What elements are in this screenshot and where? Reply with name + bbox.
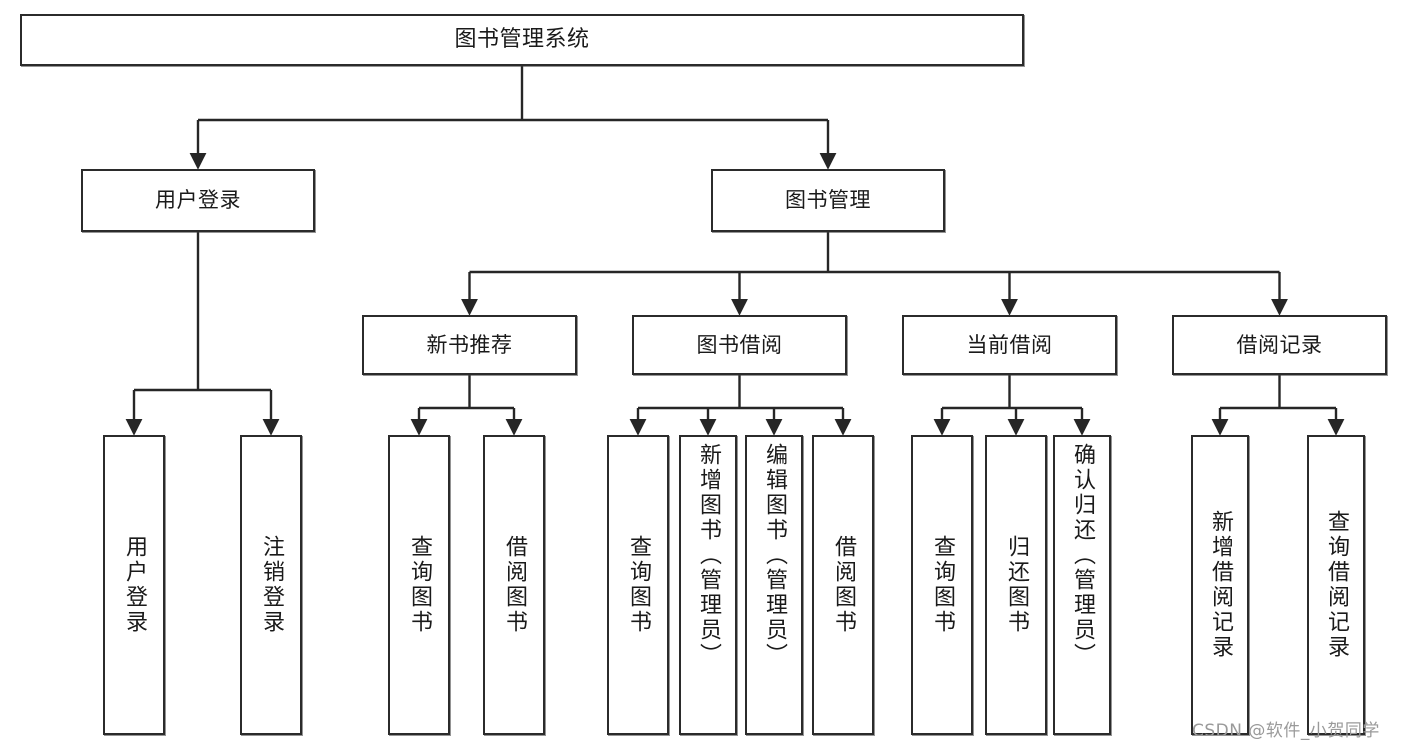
node-current-borrow[interactable]: 当前借阅: [902, 315, 1117, 375]
node-borrow-record-label: 借阅记录: [1236, 332, 1323, 357]
node-leaf-return-book-label: 归还图书: [1004, 535, 1029, 635]
node-leaf-confirm-return-admin-label: 确认归还（管理员）: [1070, 443, 1095, 668]
node-leaf-confirm-return-admin[interactable]: 确认归还（管理员）: [1053, 435, 1111, 735]
node-new-book-recommend-label: 新书推荐: [426, 332, 513, 357]
node-new-book-recommend[interactable]: 新书推荐: [362, 315, 577, 375]
node-book-manage-label: 图书管理: [785, 188, 871, 213]
node-leaf-add-borrow-record[interactable]: 新增借阅记录: [1191, 435, 1249, 735]
node-leaf-query-book-1-label: 查询图书: [407, 535, 432, 635]
node-leaf-return-book[interactable]: 归还图书: [985, 435, 1047, 735]
node-leaf-query-book-3-label: 查询图书: [930, 535, 955, 635]
csdn-watermark: CSDN @软件_小贺同学: [1192, 721, 1380, 741]
node-leaf-add-book-admin[interactable]: 新增图书（管理员）: [679, 435, 737, 735]
node-root-label: 图书管理系统: [454, 27, 590, 53]
node-book-borrow-label: 图书借阅: [696, 332, 783, 357]
node-leaf-query-book-2[interactable]: 查询图书: [607, 435, 669, 735]
node-leaf-borrow-book-1-label: 借阅图书: [502, 535, 527, 635]
node-user-login-label: 用户登录: [155, 188, 241, 213]
node-leaf-add-borrow-record-label: 新增借阅记录: [1208, 510, 1233, 660]
node-leaf-query-book-2-label: 查询图书: [626, 535, 651, 635]
node-leaf-borrow-book-2[interactable]: 借阅图书: [812, 435, 874, 735]
node-leaf-query-book-3[interactable]: 查询图书: [911, 435, 973, 735]
node-leaf-query-borrow-record-label: 查询借阅记录: [1324, 510, 1349, 660]
node-leaf-borrow-book-1[interactable]: 借阅图书: [483, 435, 545, 735]
node-user-login[interactable]: 用户登录: [81, 169, 315, 232]
node-leaf-add-book-admin-label: 新增图书（管理员）: [696, 443, 721, 668]
node-leaf-borrow-book-2-label: 借阅图书: [831, 535, 856, 635]
node-borrow-record[interactable]: 借阅记录: [1172, 315, 1387, 375]
node-leaf-user-logout-label: 注销登录: [259, 535, 284, 635]
node-leaf-edit-book-admin[interactable]: 编辑图书（管理员）: [745, 435, 803, 735]
node-root[interactable]: 图书管理系统: [20, 14, 1024, 66]
node-leaf-user-login[interactable]: 用户登录: [103, 435, 165, 735]
node-book-manage[interactable]: 图书管理: [711, 169, 945, 232]
node-leaf-user-login-label: 用户登录: [122, 535, 147, 635]
node-leaf-query-book-1[interactable]: 查询图书: [388, 435, 450, 735]
node-leaf-user-logout[interactable]: 注销登录: [240, 435, 302, 735]
node-leaf-query-borrow-record[interactable]: 查询借阅记录: [1307, 435, 1365, 735]
node-book-borrow[interactable]: 图书借阅: [632, 315, 847, 375]
node-current-borrow-label: 当前借阅: [966, 332, 1053, 357]
node-leaf-edit-book-admin-label: 编辑图书（管理员）: [762, 443, 787, 668]
